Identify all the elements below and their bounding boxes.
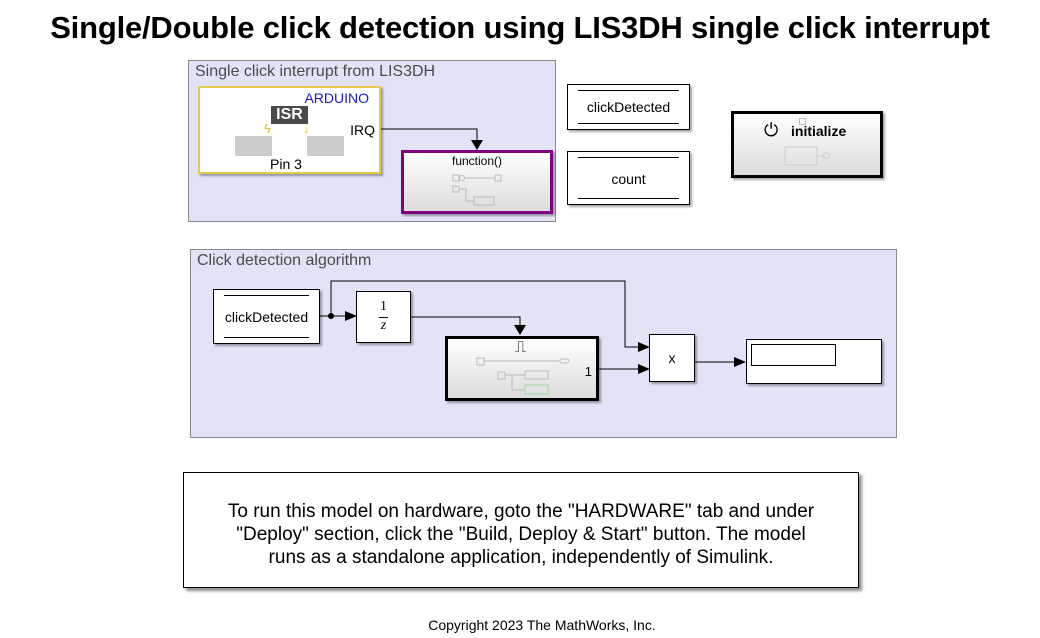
data-store-memory-count[interactable]: count [567, 151, 690, 205]
external-interrupt-block[interactable]: ARDUINO ISR ϟ ↓ Pin 3 IRQ [198, 86, 381, 174]
deployment-note: To run this model on hardware, goto the … [183, 472, 859, 588]
irq-port-label: IRQ [350, 122, 375, 138]
ds-read-label: clickDetected [224, 309, 309, 325]
subsystem-icon [784, 146, 830, 166]
note-line: runs as a standalone application, indepe… [268, 547, 774, 568]
dsm-label: clickDetected [586, 99, 671, 115]
arrowhead [638, 364, 650, 374]
branch-point [328, 313, 334, 319]
subsystem-icon [452, 174, 502, 206]
delay-numerator: 1 [380, 299, 387, 314]
note-line: "Deploy" section, click the "Build, Depl… [236, 524, 806, 545]
pin-label: Pin 3 [270, 156, 302, 172]
initialize-label: initialize [791, 123, 847, 139]
dsm-label: count [611, 171, 646, 187]
product-label: x [668, 350, 676, 366]
copyright-text: Copyright 2023 The MathWorks, Inc. [428, 617, 656, 633]
delay-denominator: z [380, 318, 387, 333]
triggered-subsystem[interactable]: ⎍ 1 [445, 336, 599, 401]
initialize-function-block[interactable]: ⏻ initialize [731, 111, 883, 178]
wire-branch-to-product [330, 280, 639, 348]
area-label: Single click interrupt from LIS3DH [195, 63, 436, 80]
unit-delay-block[interactable]: 1 z [356, 291, 411, 343]
power-icon: ⏻ [764, 120, 779, 140]
isr-badge: ISR [271, 106, 308, 124]
function-label: function() [451, 154, 503, 168]
pin-placeholder-left [235, 136, 272, 156]
product-block[interactable]: x [649, 334, 695, 382]
arrowhead [514, 325, 526, 335]
area-label: Click detection algorithm [197, 252, 372, 269]
arrowhead [471, 140, 483, 150]
arrowhead [638, 342, 650, 352]
display-block[interactable] [746, 339, 882, 384]
function-call-subsystem[interactable]: function() [401, 150, 553, 214]
output-port-label: 1 [584, 364, 592, 379]
pin-placeholder-right [307, 136, 344, 156]
model-title: Single/Double click detection using LIS3… [50, 10, 990, 45]
port-placeholder [799, 118, 806, 125]
lightning-icon: ϟ [264, 121, 271, 136]
arduino-label: ARDUINO [304, 90, 369, 106]
arrowhead [734, 357, 746, 367]
data-store-memory-clickdetected[interactable]: clickDetected [567, 84, 690, 130]
subsystem-icon [476, 357, 570, 395]
data-store-read-clickdetected[interactable]: clickDetected [213, 289, 320, 344]
note-line: To run this model on hardware, goto the … [227, 501, 815, 522]
fraction-bar [379, 317, 388, 318]
wire-delay-to-trigger [411, 316, 521, 327]
arrow-down-icon: ↓ [303, 121, 310, 136]
display-value [751, 344, 836, 366]
arrowhead [345, 311, 357, 321]
trigger-pulse-icon: ⎍ [515, 339, 527, 356]
wire-irq-to-function [381, 128, 478, 142]
